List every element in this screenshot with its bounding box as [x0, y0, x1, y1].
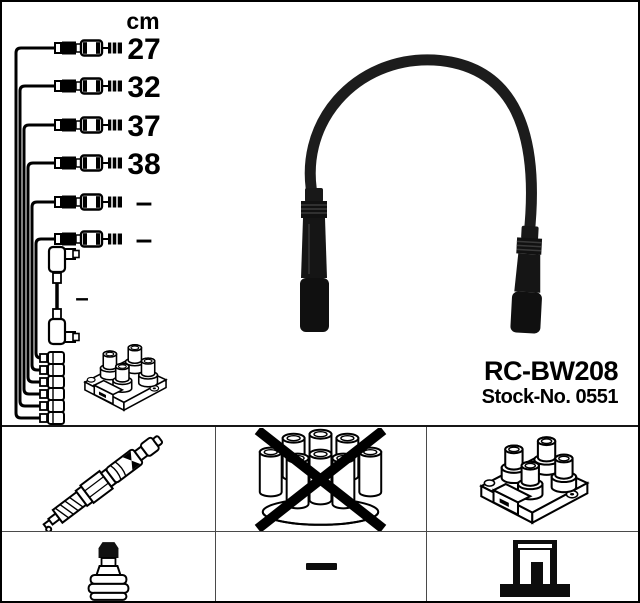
wire-length-dash: –: [136, 186, 153, 219]
diagram-panel: cm 27 32: [2, 2, 638, 425]
cross-out-mark: [254, 427, 387, 531]
ignition-coil-icon: [427, 428, 638, 531]
part-stock-no: Stock-No. 0551: [481, 386, 619, 409]
left-boot: [300, 188, 329, 332]
wire-set-schematic: cm 27 32: [14, 8, 322, 425]
legend-cell-coil-connector: [427, 532, 638, 601]
seventh-wire-dash: –: [75, 285, 88, 312]
legend-cell-plug-boot: [2, 532, 216, 601]
part-number: RC-BW208 Stock-No. 0551: [481, 356, 619, 409]
ignition-coil-drawing: [85, 345, 166, 410]
part-model: RC-BW208: [483, 356, 619, 386]
legend-cell-spark-plug: [2, 427, 216, 532]
wire-length-label: 38: [127, 148, 160, 181]
lead-cable: [304, 54, 537, 242]
coil-connector-icon: [500, 540, 570, 597]
dash-icon: [305, 563, 337, 570]
wire-length-labels: 27 32 37 38 – – –: [75, 33, 160, 312]
wire-length-label: 32: [127, 71, 160, 104]
wire-connectors: [53, 39, 124, 248]
legend-cell-dash: [216, 532, 427, 601]
plug-boot-connector-icon: [87, 542, 130, 601]
coil-terminals: [39, 351, 65, 425]
wire-length-dash: –: [136, 223, 153, 256]
unit-header: cm: [126, 8, 159, 34]
legend-cell-ignition-coil: [427, 427, 638, 532]
wire-bundle: [14, 46, 55, 420]
compatibility-legend: [2, 425, 638, 601]
right-boot: [510, 225, 543, 334]
wire-length-label: 27: [127, 33, 160, 66]
spark-plug-icon: [42, 434, 164, 531]
wire-length-label: 37: [127, 110, 160, 143]
ignition-lead-photo: [300, 54, 543, 334]
distributor-cap-icon: [254, 427, 387, 531]
legend-cell-distributor: [216, 427, 427, 532]
seventh-wire: [47, 245, 80, 346]
